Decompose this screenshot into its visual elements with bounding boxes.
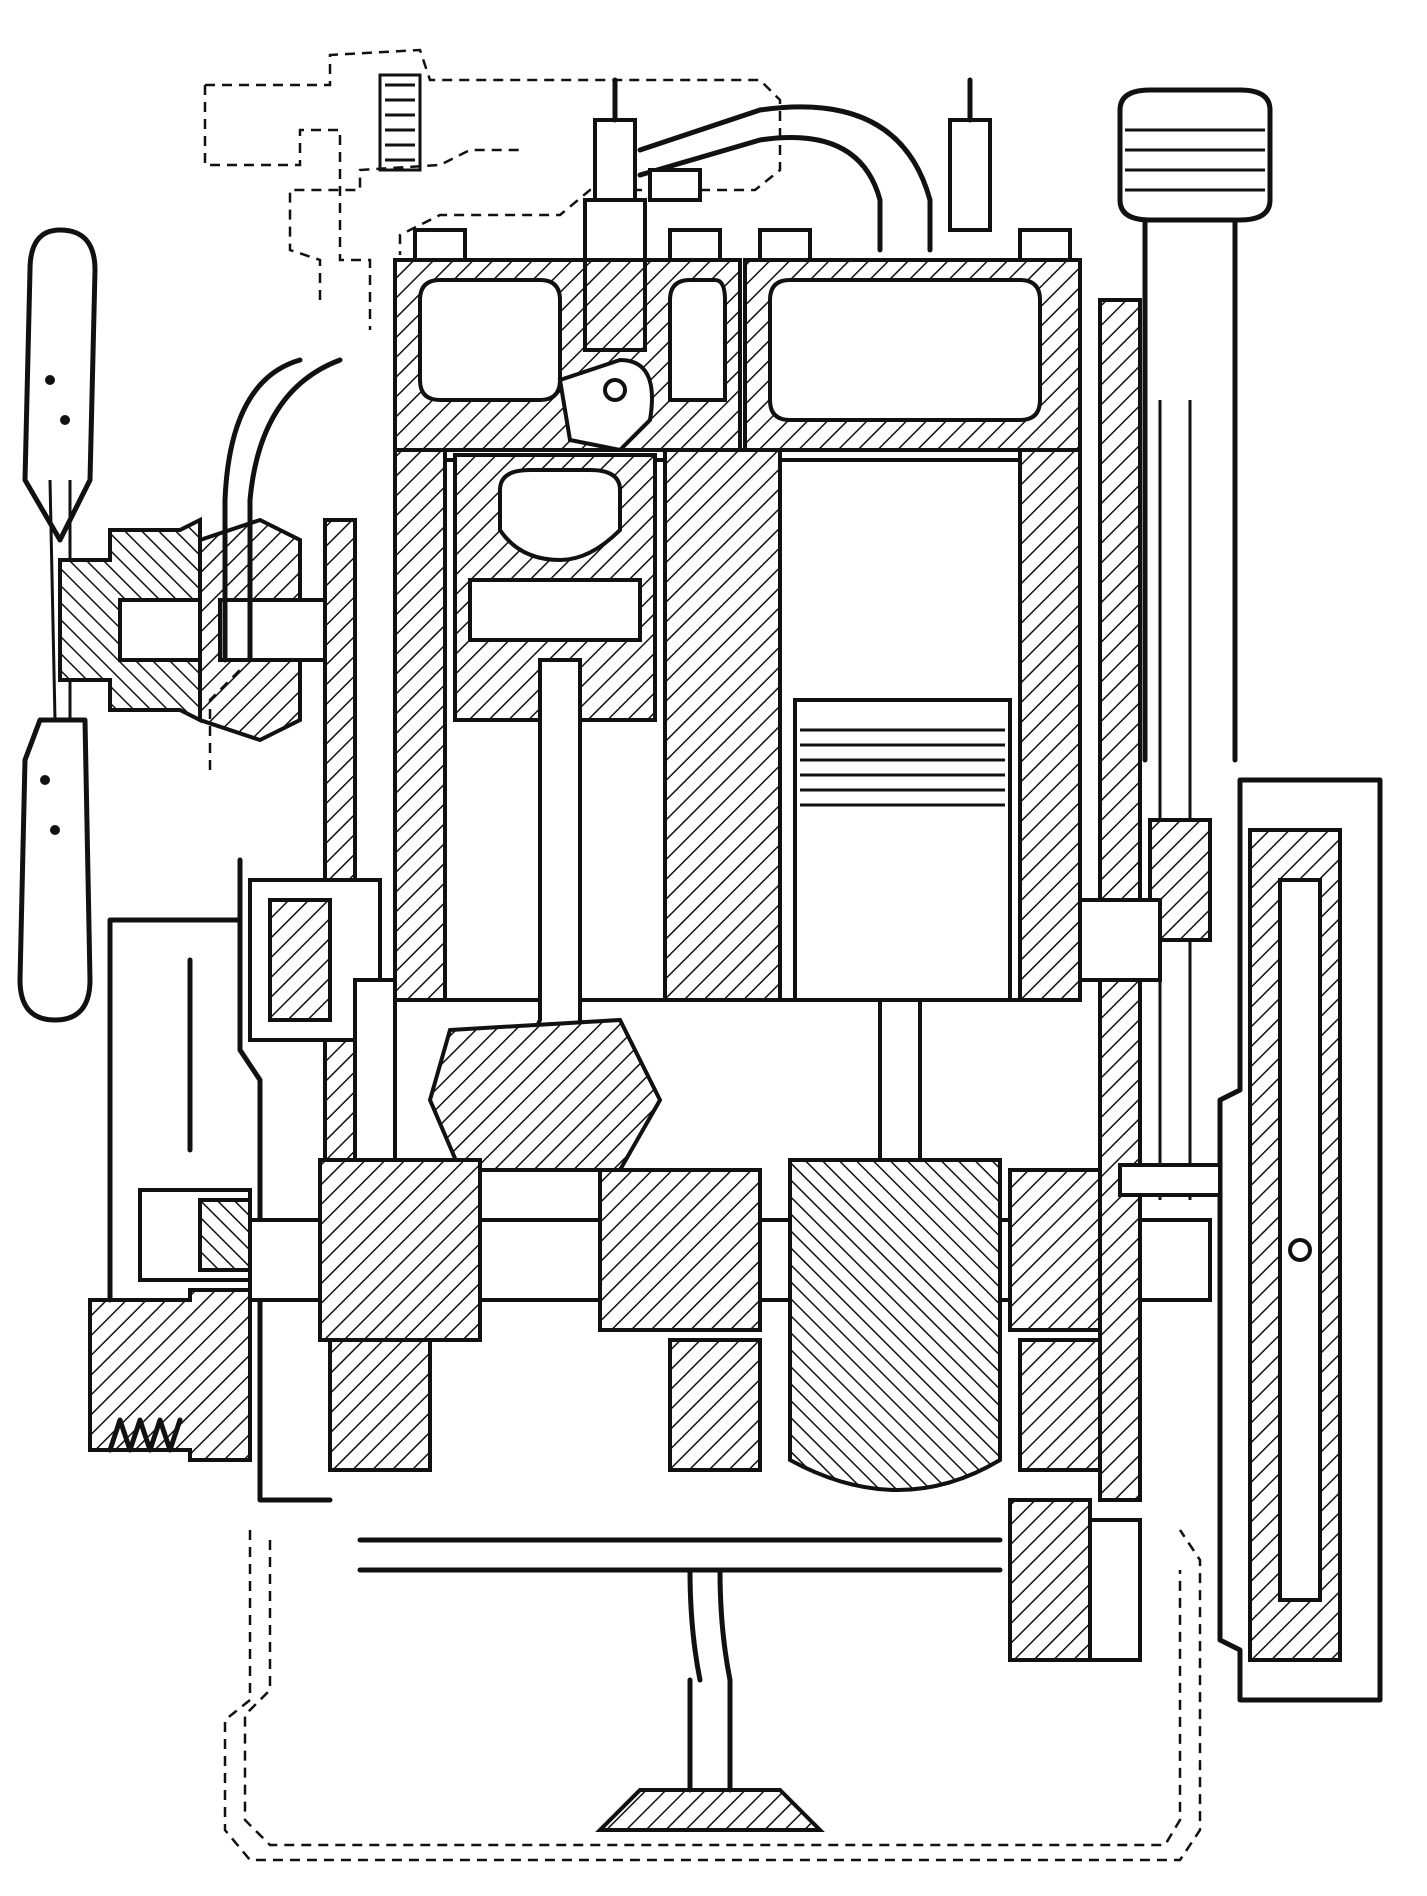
fan-rivet-2 bbox=[60, 415, 70, 425]
crank-nose-bolt bbox=[198, 1198, 252, 1272]
head-bolts bbox=[413, 228, 1072, 262]
rear-bolt bbox=[1118, 1163, 1222, 1197]
combustion-chamber-port bbox=[603, 378, 627, 402]
connecting-rod-left-big-end bbox=[427, 1017, 663, 1172]
injection-pump-rod bbox=[353, 978, 397, 1172]
flywheel-bolt-hole bbox=[1288, 1238, 1312, 1262]
fan-rivet-3 bbox=[40, 775, 50, 785]
fan-shroud-outline bbox=[208, 669, 241, 770]
rear-gear-block bbox=[1148, 818, 1212, 942]
oil-pickup-pipe bbox=[357, 1537, 1003, 1683]
piston-right bbox=[793, 698, 1012, 1002]
air-intake-stack bbox=[1142, 217, 1238, 763]
rear-cam-gear bbox=[1078, 898, 1162, 982]
crank-web-2 bbox=[598, 1168, 762, 1332]
governor-core bbox=[268, 898, 332, 1022]
flywheel-housing bbox=[1217, 777, 1383, 1703]
air-cleaner-rings bbox=[1125, 128, 1265, 192]
crank-pulley-grooves bbox=[107, 1417, 183, 1453]
fan-rivet-1 bbox=[45, 375, 55, 385]
front-lower-cover bbox=[107, 917, 243, 1303]
cylinder-block-center-wall bbox=[663, 448, 782, 1002]
intake-pipe-outline bbox=[203, 85, 372, 330]
oil-pump-cover bbox=[1088, 1518, 1142, 1662]
oil-sump-outline-inner bbox=[243, 1540, 1182, 1847]
cylinder-block-right-wall bbox=[1018, 448, 1082, 1002]
crank-pulley bbox=[88, 1288, 252, 1462]
flywheel-inner bbox=[1278, 878, 1322, 1602]
crank-throw-right bbox=[788, 1158, 1002, 1492]
oil-pipe-left bbox=[222, 357, 343, 663]
oil-strainer-neck bbox=[687, 1677, 733, 1793]
fan-blade-lower bbox=[17, 717, 93, 1023]
filter-element-lines bbox=[385, 83, 415, 162]
crank-web-1 bbox=[318, 1158, 482, 1342]
water-jacket-right bbox=[768, 278, 1042, 422]
fan-blade-upper bbox=[22, 227, 98, 543]
main-bearing-1 bbox=[328, 1338, 432, 1472]
crank-web-3 bbox=[1008, 1168, 1112, 1332]
fan-rivet-4 bbox=[50, 825, 60, 835]
air-cleaner-top bbox=[1117, 87, 1273, 223]
piston-pin-left bbox=[468, 578, 642, 642]
rear-pushrod bbox=[1158, 400, 1192, 1200]
injector-left bbox=[583, 77, 647, 352]
oil-sump-outline bbox=[223, 1529, 1202, 1862]
oil-pump-body bbox=[1008, 1498, 1092, 1662]
injector-right bbox=[948, 77, 992, 232]
intake-pipe-outline-2 bbox=[288, 148, 520, 300]
timing-belt-plate bbox=[323, 518, 357, 1162]
main-bearing-2 bbox=[668, 1338, 762, 1472]
filter-element bbox=[378, 73, 422, 172]
piston-left-cavity bbox=[498, 468, 622, 563]
piston-right-rings bbox=[800, 728, 1005, 807]
front-cover bbox=[237, 857, 333, 1503]
exhaust-pipe bbox=[637, 104, 933, 253]
glow-plug-fitting bbox=[648, 168, 702, 202]
water-jacket-left bbox=[418, 278, 562, 402]
cylinder-block-left-wall bbox=[393, 448, 447, 1002]
intake-manifold-outline bbox=[205, 48, 782, 255]
combustion-chamber bbox=[557, 357, 654, 453]
water-jacket-left-2 bbox=[668, 278, 727, 402]
main-bearing-3 bbox=[1018, 1338, 1102, 1472]
oil-strainer bbox=[595, 1788, 825, 1832]
